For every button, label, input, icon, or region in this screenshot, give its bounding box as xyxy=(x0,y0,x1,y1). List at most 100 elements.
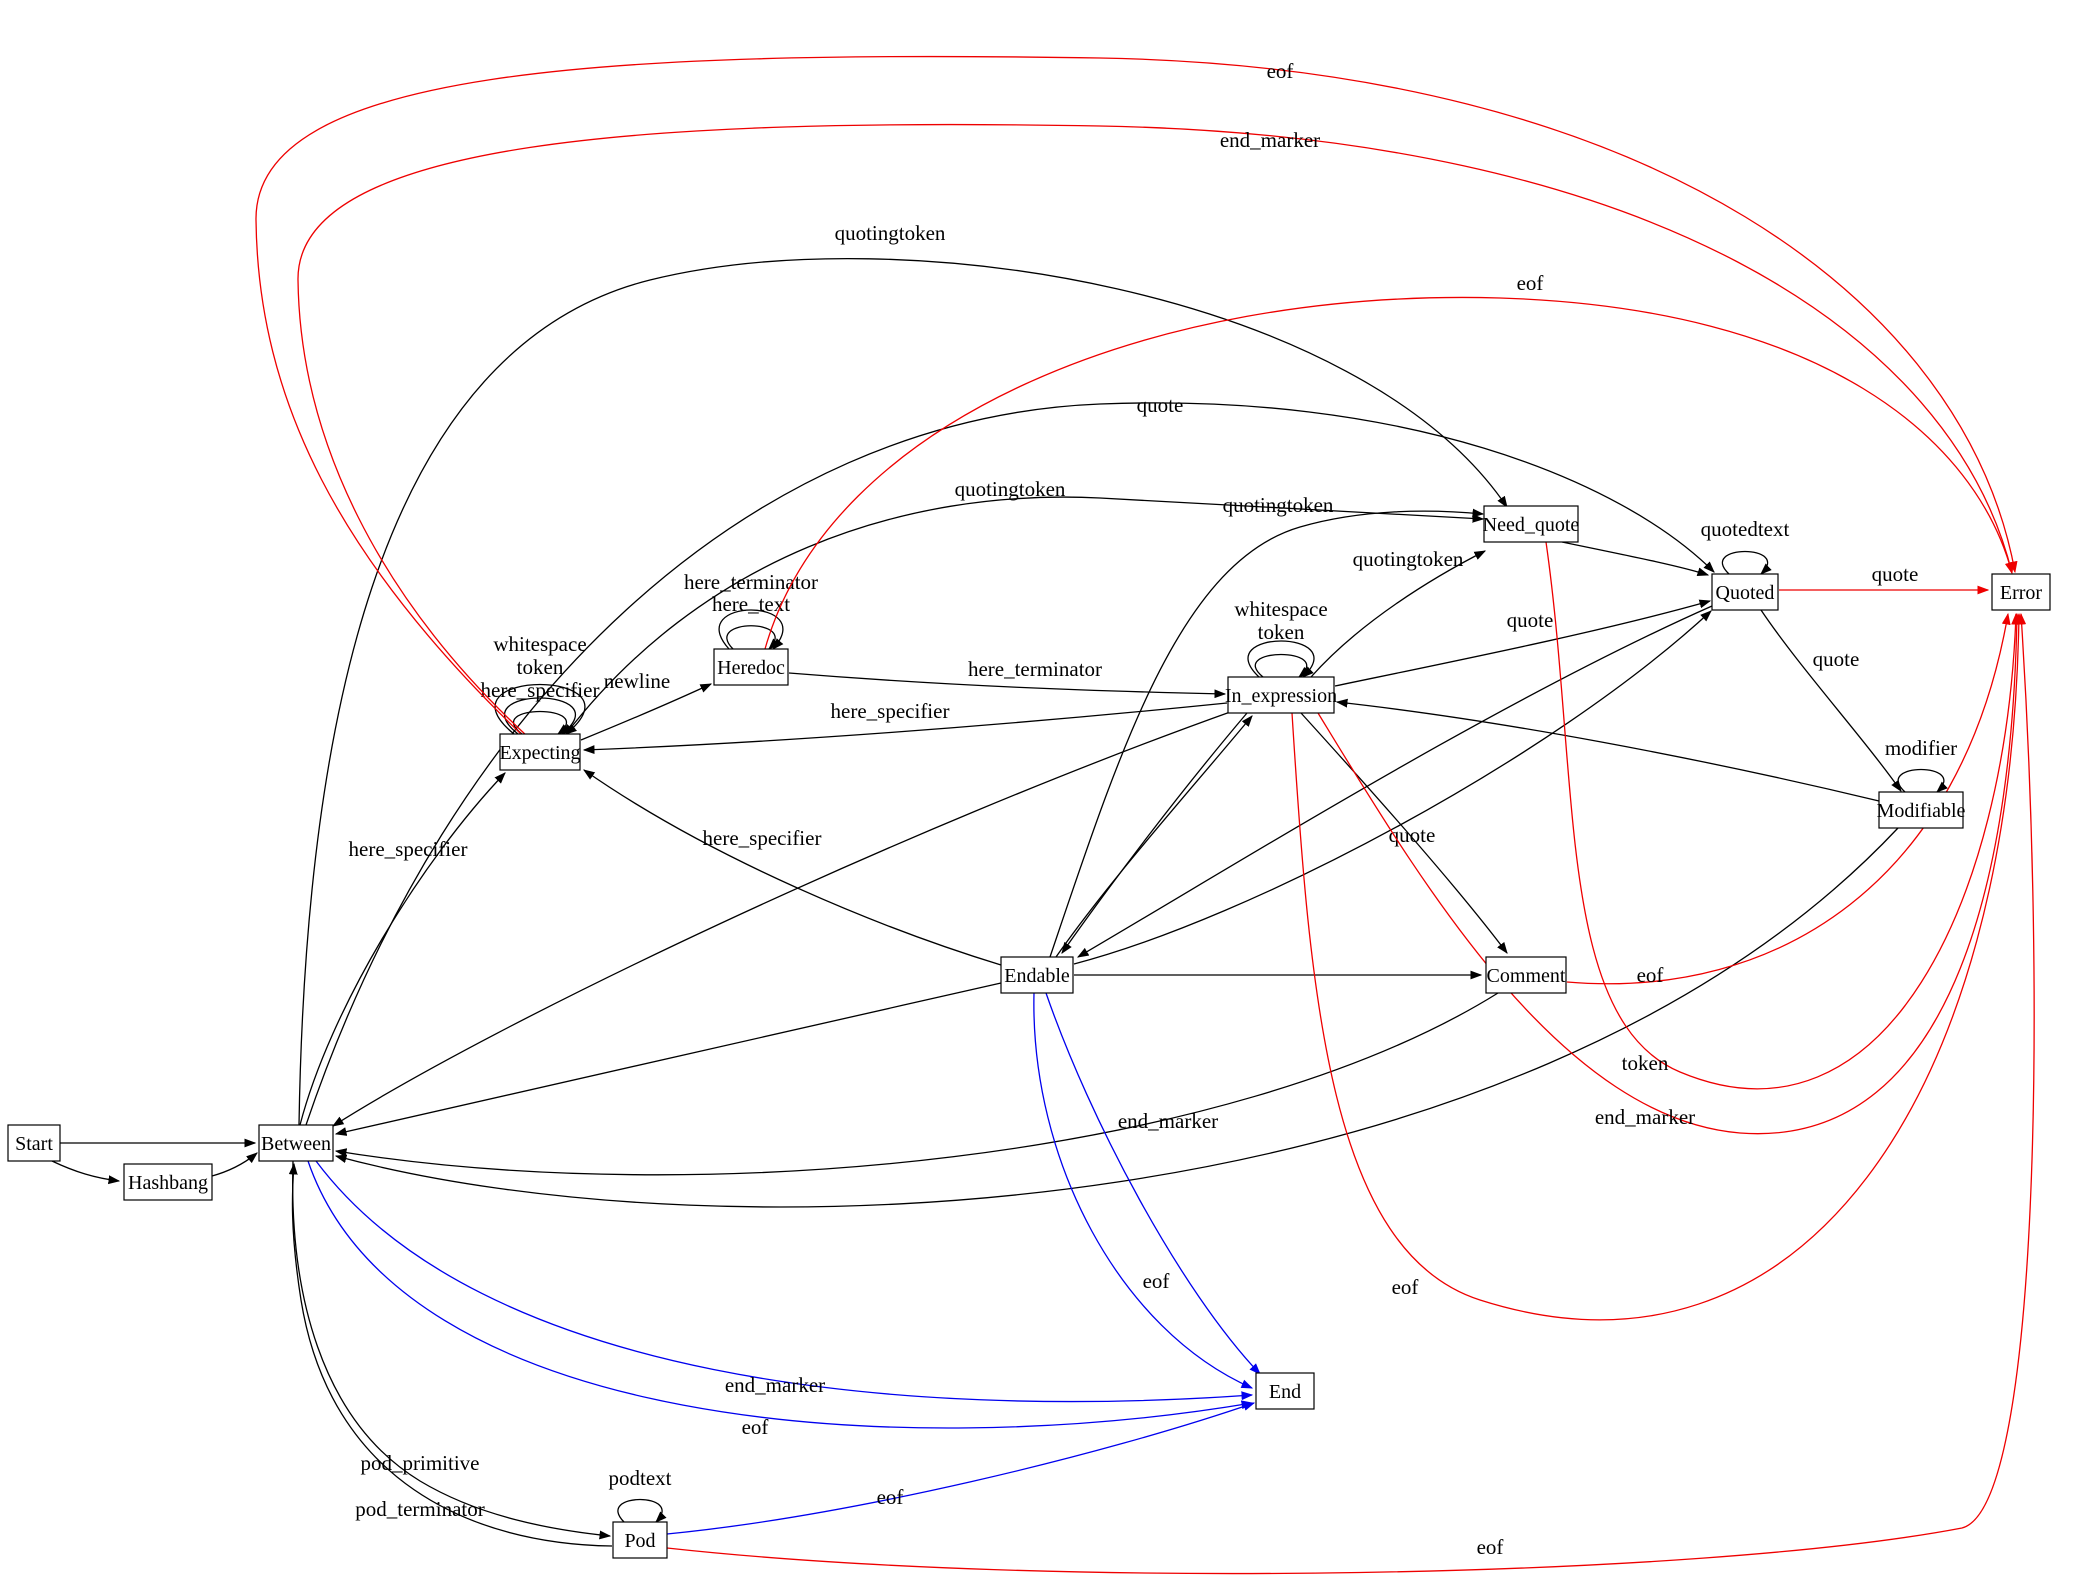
edge-label: here_text xyxy=(712,592,790,616)
edge-path xyxy=(1254,653,1310,678)
edge-path xyxy=(211,1152,258,1177)
edge-need_quote-error-token: token xyxy=(1545,541,2021,1090)
node-label: Comment xyxy=(1487,965,1566,987)
edge-path xyxy=(1566,612,2011,985)
edge-label: here_specifier xyxy=(831,699,950,723)
node-label: Quoted xyxy=(1716,582,1775,604)
edge-label: end_marker xyxy=(725,1373,825,1397)
edge-pod-end-eof: eof xyxy=(666,1402,1256,1535)
node-box xyxy=(123,1163,213,1201)
edge-path xyxy=(1561,541,1710,577)
edge-path xyxy=(1760,609,1902,792)
edge-label: eof xyxy=(1637,963,1664,987)
node-label: Modifiable xyxy=(1877,800,1966,822)
node-end: End xyxy=(1255,1372,1315,1410)
edge-label: token xyxy=(517,655,564,679)
node-box xyxy=(1227,676,1335,714)
edge-between-need_quote-quotingtoken: quotingtoken xyxy=(298,221,1508,1126)
edge-path xyxy=(315,1160,1254,1403)
edge-in_expression-error-eof: eof xyxy=(1291,612,2024,1321)
edge-label: here_specifier xyxy=(349,837,468,861)
edge-expecting-error-end_marker: end_marker xyxy=(297,123,2014,737)
edge-in_expression-endable xyxy=(1061,712,1248,954)
edge-quoted-modifiable-quote: quote xyxy=(1760,609,1902,792)
edge-in_expression-error-end_marker: end_marker xyxy=(1317,612,2022,1135)
edge-path xyxy=(617,1498,667,1523)
node-need_quote: Need_quote xyxy=(1483,505,1579,543)
edge-path xyxy=(51,1160,121,1185)
node-label: Expecting xyxy=(499,742,580,764)
edge-expecting-error-eof: eof xyxy=(255,55,2018,735)
node-box xyxy=(1711,573,1779,611)
edge-pod-error-eof: eof xyxy=(666,612,2035,1575)
edge-path xyxy=(1310,550,1487,678)
node-pod: Pod xyxy=(612,1521,668,1559)
edge-path xyxy=(582,702,1228,755)
edge-in_expression-quoted-quote: quote xyxy=(1334,599,1712,687)
edge-expecting-expecting-here_specifier: here_specifier xyxy=(481,678,599,735)
edge-path xyxy=(666,612,2035,1575)
edge-path xyxy=(334,992,1499,1176)
edge-in_expression-in_expression-whitespace: whitespace xyxy=(1234,597,1328,678)
edge-start-hashbang xyxy=(51,1160,121,1185)
edge-expecting-heredoc-newline: newline xyxy=(580,669,713,741)
edge-path xyxy=(1076,605,1713,958)
node-between: Between xyxy=(258,1124,334,1162)
edge-label: whitespace xyxy=(493,632,586,656)
edge-hashbang-between xyxy=(211,1152,258,1177)
node-comment: Comment xyxy=(1485,956,1567,994)
edge-path xyxy=(718,609,784,650)
edge-path xyxy=(764,296,2014,650)
edge-in_expression-between xyxy=(332,710,1234,1127)
edge-label: podtext xyxy=(609,1466,672,1490)
node-heredoc: Heredoc xyxy=(713,648,789,686)
edge-between-end-end_marker: end_marker xyxy=(315,1160,1254,1403)
edge-label: eof xyxy=(1477,1535,1504,1559)
node-box xyxy=(1991,573,2051,611)
node-hashbang: Hashbang xyxy=(123,1163,213,1201)
edge-pod-pod-podtext: podtext xyxy=(609,1466,672,1523)
node-quoted: Quoted xyxy=(1711,573,1779,611)
edge-path xyxy=(334,982,1002,1136)
edge-between-pod-pod_primitive: pod_primitive xyxy=(292,1160,612,1540)
node-error: Error xyxy=(1991,573,2051,611)
edge-need_quote-quoted xyxy=(1561,541,1710,577)
edge-path xyxy=(332,710,1234,1127)
edge-path xyxy=(1291,612,2024,1321)
node-box xyxy=(499,733,581,771)
node-label: End xyxy=(1269,1381,1301,1403)
edge-between-end-eof: eof xyxy=(307,1160,1254,1439)
edge-label: end_marker xyxy=(1118,1109,1218,1133)
node-box xyxy=(7,1124,61,1162)
edge-quoted-endable xyxy=(1076,605,1713,958)
node-in_expression: In_expression xyxy=(1225,676,1337,714)
edge-path xyxy=(1061,712,1248,954)
edge-path xyxy=(1033,992,1254,1389)
edge-label: end_marker xyxy=(1595,1105,1695,1129)
edge-path xyxy=(1897,768,1948,793)
edge-path xyxy=(1247,640,1315,678)
node-label: Heredoc xyxy=(717,657,785,679)
edge-path xyxy=(1317,612,2022,1135)
edge-quoted-error-quote: quote xyxy=(1779,562,1990,595)
edge-label: whitespace xyxy=(1234,597,1327,621)
edge-comment-between xyxy=(334,992,1499,1176)
edge-modifiable-modifiable-modifier: modifier xyxy=(1885,736,1957,793)
edge-path xyxy=(583,769,1002,966)
edge-in_expression-comment xyxy=(1300,712,1508,954)
edge-quoted-quoted-quotedtext: quotedtext xyxy=(1701,517,1789,575)
edge-label: quote xyxy=(1137,393,1184,417)
edge-label: here_terminator xyxy=(968,657,1102,681)
edge-label: quotingtoken xyxy=(1353,547,1464,571)
edge-label: quote xyxy=(1813,647,1860,671)
edge-label: pod_terminator xyxy=(355,1497,484,1521)
edge-heredoc-in_expression-here_terminator: here_terminator xyxy=(788,657,1227,699)
edge-label: quote xyxy=(1389,823,1436,847)
edge-path xyxy=(788,672,1227,699)
node-label: Endable xyxy=(1004,965,1070,987)
edge-label: eof xyxy=(1517,271,1544,295)
edge-heredoc-error-eof: eof xyxy=(764,271,2014,650)
edge-path xyxy=(1300,712,1508,954)
node-label: Start xyxy=(15,1133,53,1155)
edge-in_expression-need_quote-quotingtoken: quotingtoken xyxy=(1310,547,1487,678)
